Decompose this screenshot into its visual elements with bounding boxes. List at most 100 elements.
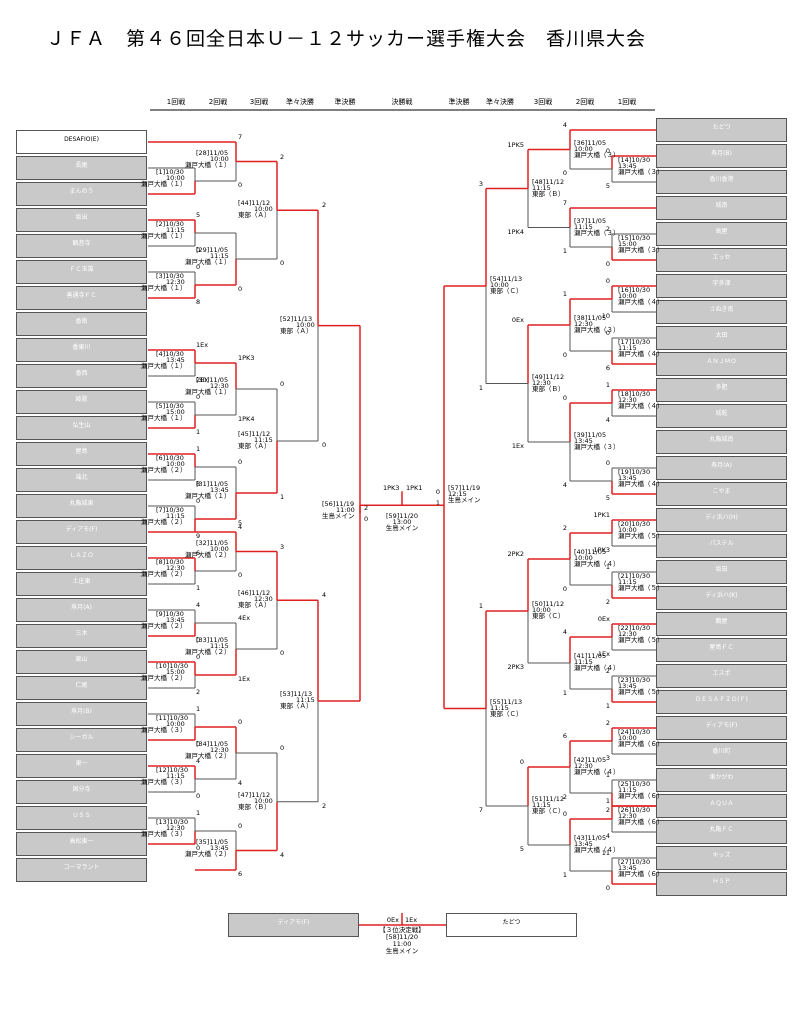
right-r2-venue: 瀬戸大橋（４） (574, 768, 620, 776)
third-place-score-left: 0Ex (386, 916, 399, 924)
team-left[interactable]: 高松東一 (16, 832, 147, 856)
left-r2-info: [33]11/05 (196, 636, 229, 644)
team-left[interactable]: ディアモ(F) (16, 520, 147, 544)
left-r2-score: 1Ex (238, 675, 251, 683)
team-left[interactable]: 寿月(A) (16, 598, 147, 622)
team-right[interactable]: 寿月(B) (656, 144, 787, 168)
team-left[interactable]: DESAFIO(E) (16, 130, 147, 154)
team-left[interactable]: コーマラント (16, 858, 147, 882)
team-right[interactable]: 宇多津 (656, 274, 787, 298)
left-r1-time: 15:00 (166, 408, 185, 416)
left-r1-score: 0 (196, 263, 201, 271)
right-r1-venue: 瀬戸大橋（６） (618, 792, 664, 800)
team-right[interactable]: エスポ (656, 664, 787, 688)
right-r1-time: 12:30 (618, 630, 637, 638)
team-left[interactable]: 香西 (16, 364, 147, 388)
team-right[interactable]: 太田 (656, 326, 787, 350)
team-right[interactable]: キッズ (656, 846, 787, 870)
team-left[interactable]: ＦＣ玉藻 (16, 260, 147, 284)
team-left[interactable]: 丸亀城東 (16, 494, 147, 518)
left-qf-info: [53]11/13 (280, 690, 313, 698)
team-right[interactable]: ＤＥＳＡＦＩＯ(Ｆ) (656, 690, 787, 714)
left-sf-score: 2 (364, 504, 369, 513)
right-r2-score: 4 (562, 628, 567, 636)
left-r1-time: 11:15 (166, 226, 185, 234)
team-right[interactable]: 屋島ＦＣ (656, 638, 787, 662)
left-r3-score: 0 (280, 744, 285, 752)
right-r1-info: [22]10/30 (618, 624, 651, 632)
team-left[interactable]: 仁尾 (16, 676, 147, 700)
left-r3-score: 2 (280, 152, 285, 161)
right-r1-info: [16]10/30 (618, 286, 651, 294)
team-right[interactable]: 香川町 (656, 742, 787, 766)
team-right[interactable]: 多肥 (656, 378, 787, 402)
team-right[interactable]: エッセ (656, 248, 787, 272)
left-qf-time: 10:00 (296, 320, 315, 329)
team-right[interactable]: さぬき南 (656, 300, 787, 324)
team-left[interactable]: 香東川 (16, 338, 147, 362)
left-r1-time: 10:00 (166, 460, 185, 468)
team-left[interactable]: 東一 (16, 754, 147, 778)
team-left[interactable]: 綾歌 (16, 390, 147, 414)
left-r1-time: 12:30 (166, 278, 185, 286)
team-right[interactable]: 丸亀城南 (656, 430, 787, 454)
right-r1-score: 0 (605, 147, 610, 155)
left-r1-venue: 瀬戸大橋（１） (141, 414, 187, 422)
team-right[interactable]: 高屋 (656, 222, 787, 246)
team-left[interactable]: 屋島 (16, 442, 147, 466)
team-right[interactable]: パステル (656, 534, 787, 558)
round-header-left: 1回戦 (166, 98, 186, 106)
left-r2-score: 4 (238, 779, 243, 787)
team-left[interactable]: シーガル (16, 728, 147, 752)
team-right[interactable]: 坂田 (656, 560, 787, 584)
team-right[interactable]: 鶴屋 (656, 612, 787, 636)
team-right[interactable]: 城乾 (656, 404, 787, 428)
left-r1-info: [3]10/30 (156, 272, 184, 280)
team-right[interactable]: 香川香港 (656, 170, 787, 194)
right-r1-score: 0 (605, 884, 610, 892)
team-left[interactable]: 栗山 (16, 650, 147, 674)
left-r2-time: 12:30 (210, 382, 229, 390)
left-r3-info: [46]11/12 (238, 589, 271, 598)
team-right[interactable]: 丸亀ＦＣ (656, 820, 787, 844)
team-left[interactable]: ＵＳＳ (16, 806, 147, 830)
team-left[interactable]: ＬＡＺＯ (16, 546, 147, 570)
team-right[interactable]: ＡＱＵＡ (656, 794, 787, 818)
round-header-right: 3回戦 (533, 98, 553, 106)
team-right[interactable]: ディ浜ハ(K) (656, 586, 787, 610)
team-right[interactable]: こやま (656, 482, 787, 506)
team-left[interactable]: 観音寺 (16, 234, 147, 258)
team-left[interactable]: 土庄東 (16, 572, 147, 596)
third-place-right[interactable]: たどつ (446, 913, 577, 937)
team-right[interactable]: 寿月(A) (656, 456, 787, 480)
left-r1-venue: 瀬戸大橋（２） (141, 570, 187, 578)
right-r2-time: 11:15 (574, 658, 593, 666)
team-right[interactable]: ＨＳＰ (656, 872, 787, 896)
right-r2-score: 6 (562, 732, 567, 740)
team-left[interactable]: 弘生山 (16, 416, 147, 440)
team-left[interactable]: 善通寺ＦＣ (16, 286, 147, 310)
team-left[interactable]: 国分寺 (16, 780, 147, 804)
team-right[interactable]: 東かがわ (656, 768, 787, 792)
third-place-left[interactable]: ディアモ(F) (228, 913, 359, 937)
round-header-left: 準々決勝 (286, 98, 314, 106)
team-left[interactable]: 端北 (16, 468, 147, 492)
team-right[interactable]: ＡＮＪＭＯ (656, 352, 787, 376)
team-right[interactable]: ディアモ(F) (656, 716, 787, 740)
right-r2-time: 12:30 (574, 320, 593, 328)
team-right[interactable]: 城南 (656, 196, 787, 220)
right-r3-score: 5 (519, 845, 524, 853)
left-r2-info: [35]11/05 (196, 837, 229, 846)
team-left[interactable]: まんのう (16, 182, 147, 206)
team-left[interactable]: 三木 (16, 624, 147, 648)
team-right[interactable]: ディ浜ハ(H) (656, 508, 787, 532)
round-header-left: 2回戦 (208, 98, 228, 106)
left-r1-venue: 瀬戸大橋（１） (141, 232, 187, 240)
team-left[interactable]: 長尾 (16, 156, 147, 180)
team-right[interactable]: たどつ (656, 118, 787, 142)
right-r2-score: 1 (562, 689, 567, 697)
team-left[interactable]: 坂出 (16, 208, 147, 232)
team-left[interactable]: 香南 (16, 312, 147, 336)
team-left[interactable]: 寿月(B) (16, 702, 147, 726)
